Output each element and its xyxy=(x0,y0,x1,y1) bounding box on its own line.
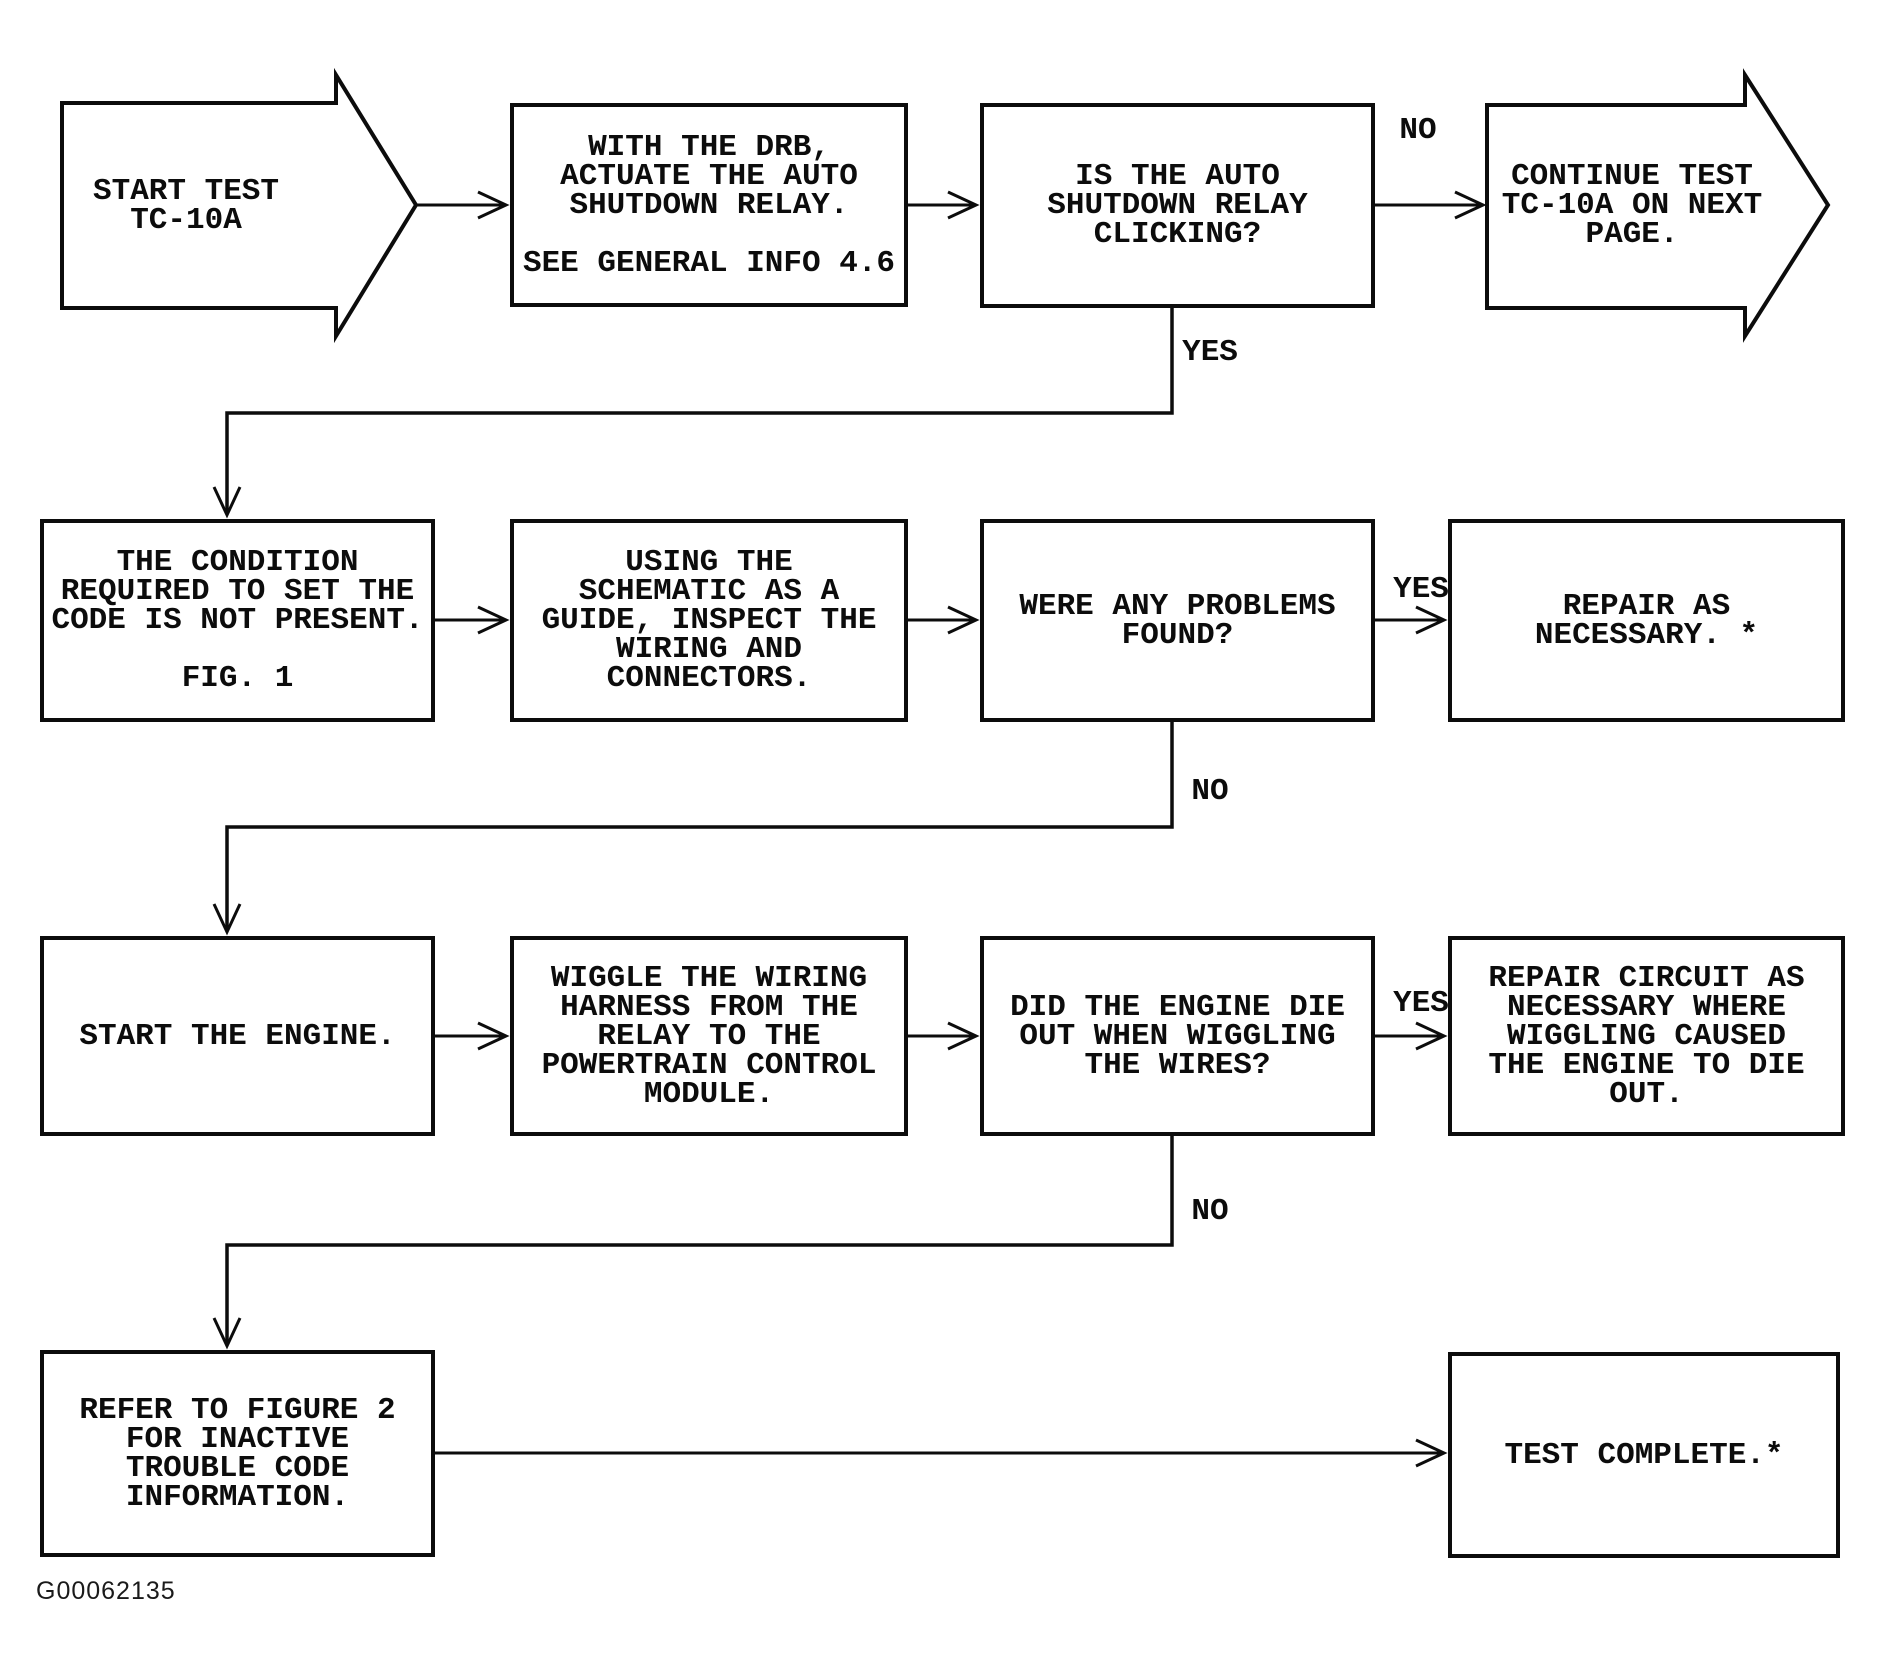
edge-label-yes-problems: YES xyxy=(1393,572,1449,607)
start-arrow-shape xyxy=(60,67,419,344)
continue-arrow-shape xyxy=(1485,68,1831,343)
edge-label-no-problems: NO xyxy=(1191,774,1229,809)
node-test-complete: TEST COMPLETE.* xyxy=(1448,1352,1840,1558)
node-condition-not-present: THE CONDITION REQUIRED TO SET THE CODE I… xyxy=(40,519,435,722)
edge-label-yes-die-out: YES xyxy=(1393,986,1449,1021)
node-repair-circuit: REPAIR CIRCUIT AS NECESSARY WHERE WIGGLI… xyxy=(1448,936,1845,1136)
node-repair-as-necessary: REPAIR AS NECESSARY. * xyxy=(1448,519,1845,722)
node-start-test: START TEST TC-10A xyxy=(92,173,280,238)
node-refer-figure-2: REFER TO FIGURE 2 FOR INACTIVE TROUBLE C… xyxy=(40,1350,435,1557)
node-continue-test: CONTINUE TEST TC-10A ON NEXT PAGE. xyxy=(1501,159,1763,252)
node-problems-found: WERE ANY PROBLEMS FOUND? xyxy=(980,519,1375,722)
flow-connectors xyxy=(212,190,1487,1468)
node-start-engine: START THE ENGINE. xyxy=(40,936,435,1136)
figure-id-label: G00062135 xyxy=(36,1577,176,1605)
edge-label-no-clicking: NO xyxy=(1399,113,1437,148)
node-inspect-wiring: USING THE SCHEMATIC AS A GUIDE, INSPECT … xyxy=(510,519,908,722)
node-relay-clicking: IS THE AUTO SHUTDOWN RELAY CLICKING? xyxy=(980,103,1375,308)
node-engine-die-out: DID THE ENGINE DIE OUT WHEN WIGGLING THE… xyxy=(980,936,1375,1136)
node-actuate-relay: WITH THE DRB, ACTUATE THE AUTO SHUTDOWN … xyxy=(510,103,908,307)
edge-label-no-die-out: NO xyxy=(1191,1194,1229,1229)
node-wiggle-harness: WIGGLE THE WIRING HARNESS FROM THE RELAY… xyxy=(510,936,908,1136)
edge-label-yes-clicking: YES xyxy=(1182,335,1238,370)
